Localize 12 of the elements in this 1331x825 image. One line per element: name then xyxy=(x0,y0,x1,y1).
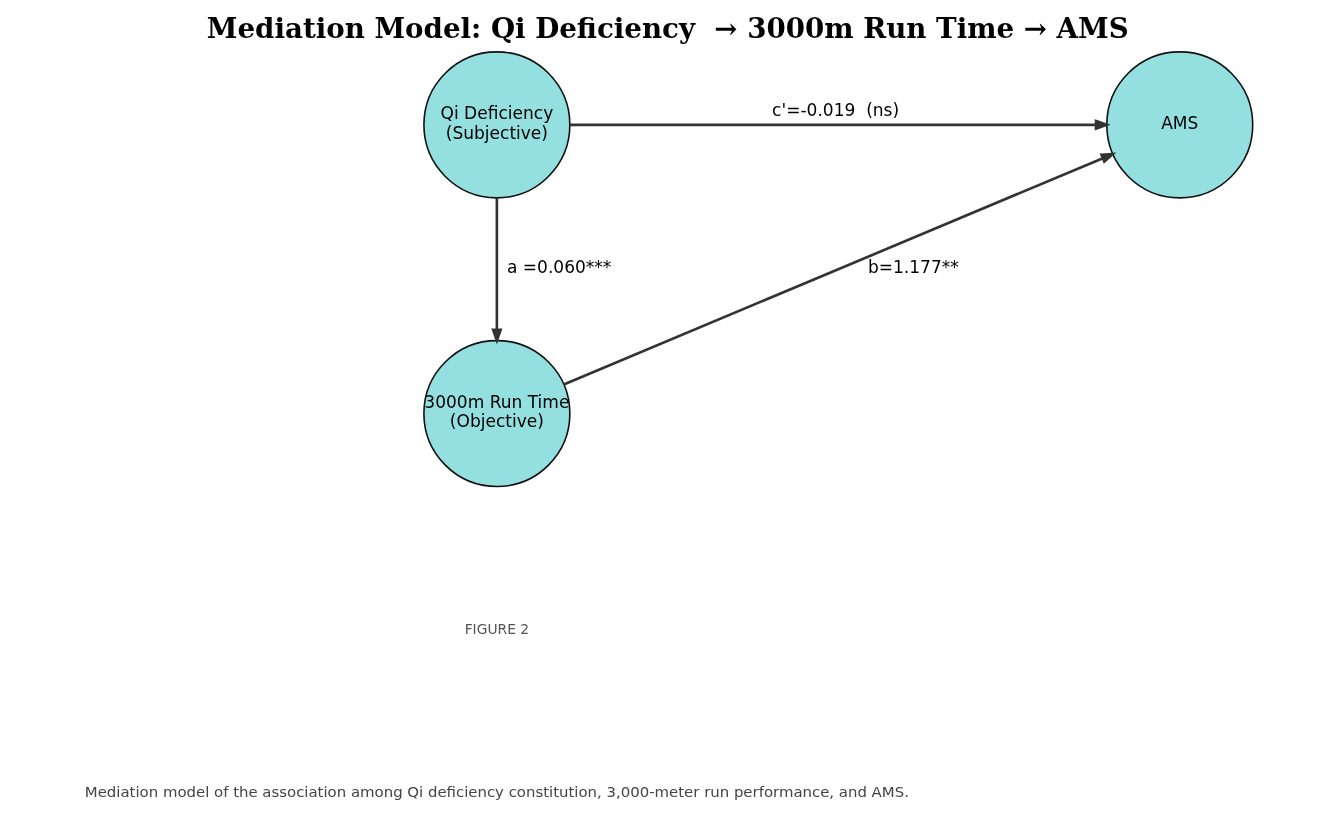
label: FIGURE 2 xyxy=(464,620,529,637)
arrow xyxy=(569,119,1111,131)
edge-label: a =0.060*** xyxy=(506,257,611,278)
node-circle: Qi Deficiency (Subjective) xyxy=(422,51,571,199)
diagram-title: Mediation Model: Qi Deficiency → 3000m Run Time → AMS xyxy=(206,11,1129,45)
node-circle: AMS xyxy=(1105,51,1254,199)
caption: Mediation model of the association among Qi deficiency constitution, 3,000-meter run performance, and AMS. xyxy=(84,783,909,802)
arrow xyxy=(562,152,1116,386)
node-circle: 3000m Run Time (Objective) xyxy=(422,339,571,488)
edge-label: c'=-0.019 (ns) xyxy=(771,100,899,121)
edge-label: b=1.177** xyxy=(867,257,959,278)
arrow xyxy=(490,197,502,345)
